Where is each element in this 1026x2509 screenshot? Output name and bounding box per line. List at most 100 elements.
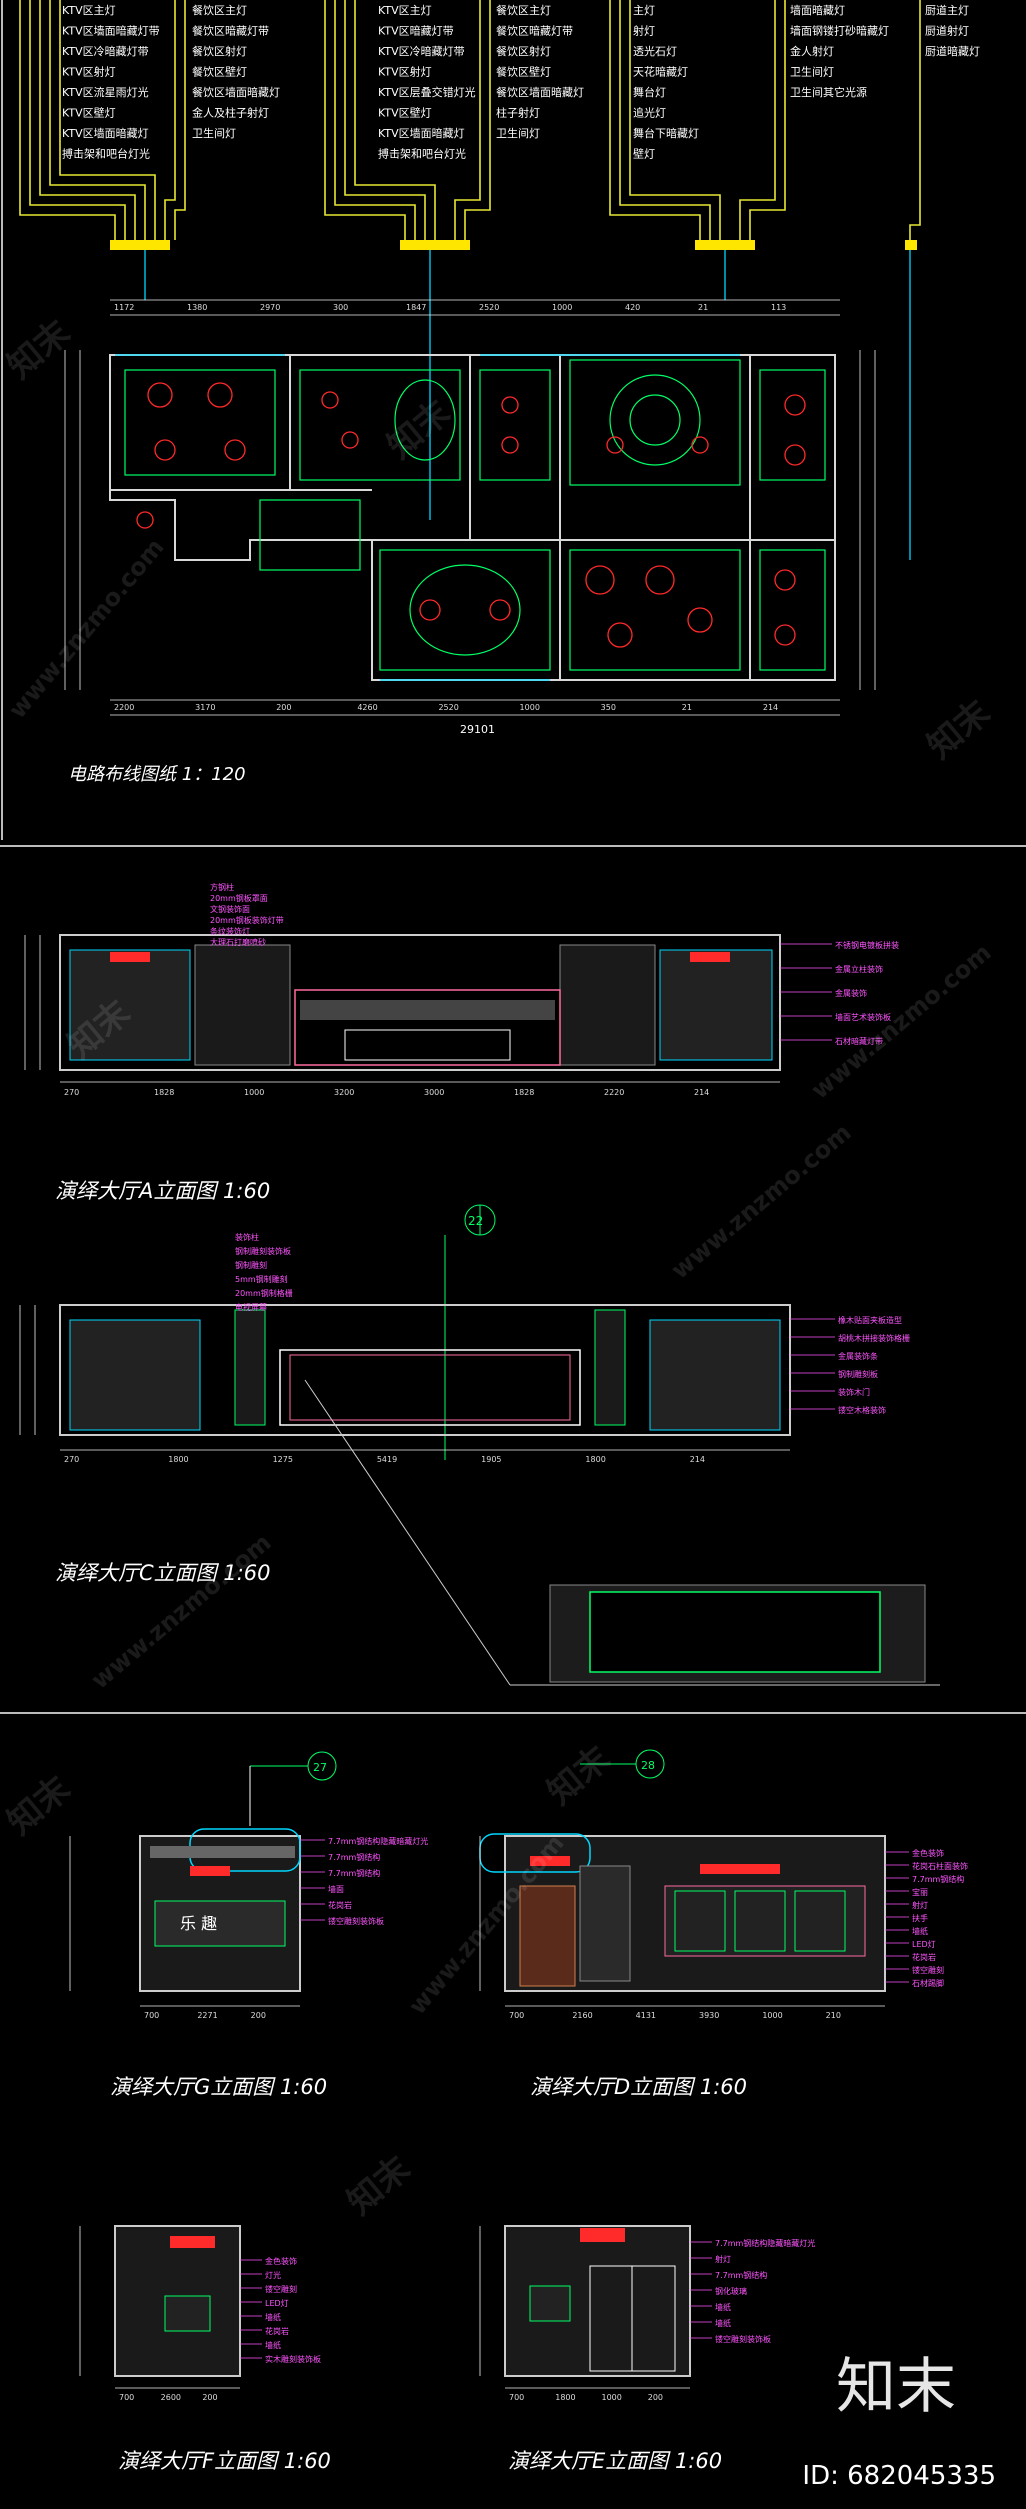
- f-note-6: 墙纸: [265, 2340, 281, 2350]
- legend-item-3: KTV区射灯: [378, 65, 432, 79]
- legend-item-5: KTV区壁灯: [378, 106, 432, 120]
- plan-dim-bottom-7: 21: [682, 703, 692, 712]
- plan-dim-top-8: 21: [698, 303, 708, 312]
- d-note-6: 墙纸: [912, 1926, 928, 1936]
- a-note-4: 条纹装饰灯: [210, 926, 250, 936]
- e-note-4: 墙纸: [715, 2302, 731, 2312]
- legend-item-0: KTV区主灯: [378, 4, 432, 17]
- legend-item-5: KTV区壁灯: [62, 106, 116, 120]
- d-note-4: 射灯: [912, 1900, 928, 1910]
- callout-22: 22: [444, 1204, 496, 1460]
- legend-item-6: 卫生间灯: [192, 126, 236, 140]
- plan-dim-top-6: 1000: [552, 303, 572, 312]
- plan-dim-bottom-5: 1000: [520, 703, 540, 712]
- legend-item-7: 搏击架和吧台灯光: [378, 147, 466, 161]
- e-dim-3: 200: [648, 2393, 663, 2402]
- callout-28: 28: [580, 1749, 665, 1779]
- legend-item-4: KTV区层叠交错灯光: [378, 85, 476, 99]
- elevation-gdfe-svg: 27 28 乐 趣 7.7mm钢结构隐藏暗藏灯光 7.7mm钢结构 7.7mm钢结构…: [0, 1739, 968, 2473]
- plan-total-dim: 29101: [460, 723, 495, 736]
- c-note-1: 钢制雕刻装饰板: [235, 1246, 291, 1256]
- legend-item-3: 卫生间灯: [790, 65, 834, 79]
- watermark-6: 知末: [540, 1739, 618, 1813]
- legend-item-3: 天花暗藏灯: [633, 65, 688, 79]
- f-note-0: 金色装饰: [265, 2256, 297, 2266]
- d-note-2: 7.7mm钢结构: [912, 1874, 964, 1884]
- callout-27: 27: [249, 1751, 337, 1826]
- a-note-5: 大理石打磨喷砂: [210, 937, 266, 947]
- elevation-c: [19, 1304, 940, 1686]
- e-dim-1: 1800: [555, 2393, 575, 2402]
- plan-dim-bottom-0: 2200: [114, 703, 134, 712]
- plan-dim-bottom-8: 214: [763, 703, 778, 712]
- g-note-2: 7.7mm钢结构: [328, 1868, 380, 1878]
- d-note-9: 镂空雕刻: [912, 1965, 944, 1975]
- e-note-6: 镂空雕刻装饰板: [715, 2334, 771, 2344]
- d-dim-5: 210: [826, 2011, 841, 2020]
- e-note-2: 7.7mm钢结构: [715, 2270, 767, 2280]
- f-note-7: 实木雕刻装饰板: [265, 2354, 321, 2364]
- watermark-site-1: www.znzmo.com: [3, 533, 169, 724]
- legend-item-6: KTV区墙面暗藏灯: [378, 126, 465, 140]
- plan-dim-top-5: 2520: [479, 303, 499, 312]
- c-dim-2: 1275: [273, 1455, 293, 1464]
- f-note-1: 灯光: [265, 2270, 281, 2280]
- elevation-f-title: 演绎大厅F立面图 1:60: [118, 2449, 331, 2473]
- legend-item-2: KTV区冷暗藏灯带: [378, 44, 465, 58]
- legend-item-6: 舞台下暗藏灯: [633, 126, 699, 140]
- c-note-r-3: 钢制雕刻板: [838, 1369, 878, 1379]
- g-dim-2: 200: [251, 2011, 266, 2020]
- legend-item-4: 舞台灯: [633, 85, 666, 99]
- watermark-2: 知末: [380, 393, 458, 467]
- legend-item-1: KTV区暗藏灯带: [378, 24, 454, 38]
- legend-item-0: 墙面暗藏灯: [790, 3, 845, 17]
- e-note-1: 射灯: [715, 2254, 731, 2264]
- legend-2-left: KTV区主灯 KTV区暗藏灯带 KTV区冷暗藏灯带 KTV区射灯 KTV区层叠交错灯光 K…: [378, 4, 476, 161]
- legend-item-4: 卫生间其它光源: [790, 85, 867, 99]
- dimension-lines: [64, 299, 876, 716]
- f-note-3: LED灯: [265, 2298, 289, 2308]
- legend-item-7: 壁灯: [633, 147, 655, 161]
- e-note-5: 墙纸: [715, 2318, 731, 2328]
- e-note-0: 7.7mm钢结构隐藏暗藏灯光: [715, 2238, 815, 2248]
- legend-item-0: KTV区主灯: [62, 4, 116, 17]
- g-note-0: 7.7mm钢结构隐藏暗藏灯光: [328, 1836, 428, 1846]
- a-note-3: 20mm钢板装饰灯带: [210, 915, 284, 925]
- plan-dim-bottom-1: 3170: [195, 703, 215, 712]
- legend-item-0: 餐饮区主灯: [192, 3, 247, 17]
- tv-detail: [549, 1584, 926, 1683]
- legend-item-2: KTV区冷暗藏灯带: [62, 44, 149, 58]
- d-note-3: 宝丽: [912, 1887, 928, 1897]
- plan-dim-bottom-6: 350: [601, 703, 616, 712]
- g-note-5: 镂空雕刻装饰板: [328, 1916, 384, 1926]
- c-note-0: 装饰柱: [235, 1232, 259, 1242]
- switch-boxes: [110, 240, 917, 250]
- elevation-gdfe-panel: 27 28 乐 趣 7.7mm钢结构隐藏暗藏灯光 7.7mm钢结构 7.7mm钢结构…: [0, 1716, 1026, 2505]
- c-note-4: 20mm钢制格栅: [235, 1288, 293, 1298]
- plan-dim-bottom-3: 4260: [357, 703, 377, 712]
- watermark-site-3: www.znzmo.com: [666, 1118, 857, 1284]
- watermark-site-4: www.znzmo.com: [86, 1528, 277, 1694]
- legend-item-2: 金人射灯: [790, 44, 834, 58]
- elevation-g: 乐 趣: [69, 1828, 301, 2007]
- legend-item-2: 餐饮区射灯: [496, 44, 551, 58]
- plan-title: 电路布线图纸 1：120: [68, 764, 246, 785]
- a-dim-0: 270: [64, 1088, 79, 1097]
- plan-dim-top-1: 1380: [187, 303, 207, 312]
- g-notes: 7.7mm钢结构隐藏暗藏灯光7.7mm钢结构7.7mm钢结构墙面花岗岩镂空雕刻装…: [300, 1836, 428, 1926]
- plan-dim-bottom-4: 2520: [438, 703, 458, 712]
- elevation-f: [79, 2225, 241, 2389]
- legend-item-7: 搏击架和吧台灯光: [62, 147, 150, 161]
- g-dim-0: 700: [144, 2011, 159, 2020]
